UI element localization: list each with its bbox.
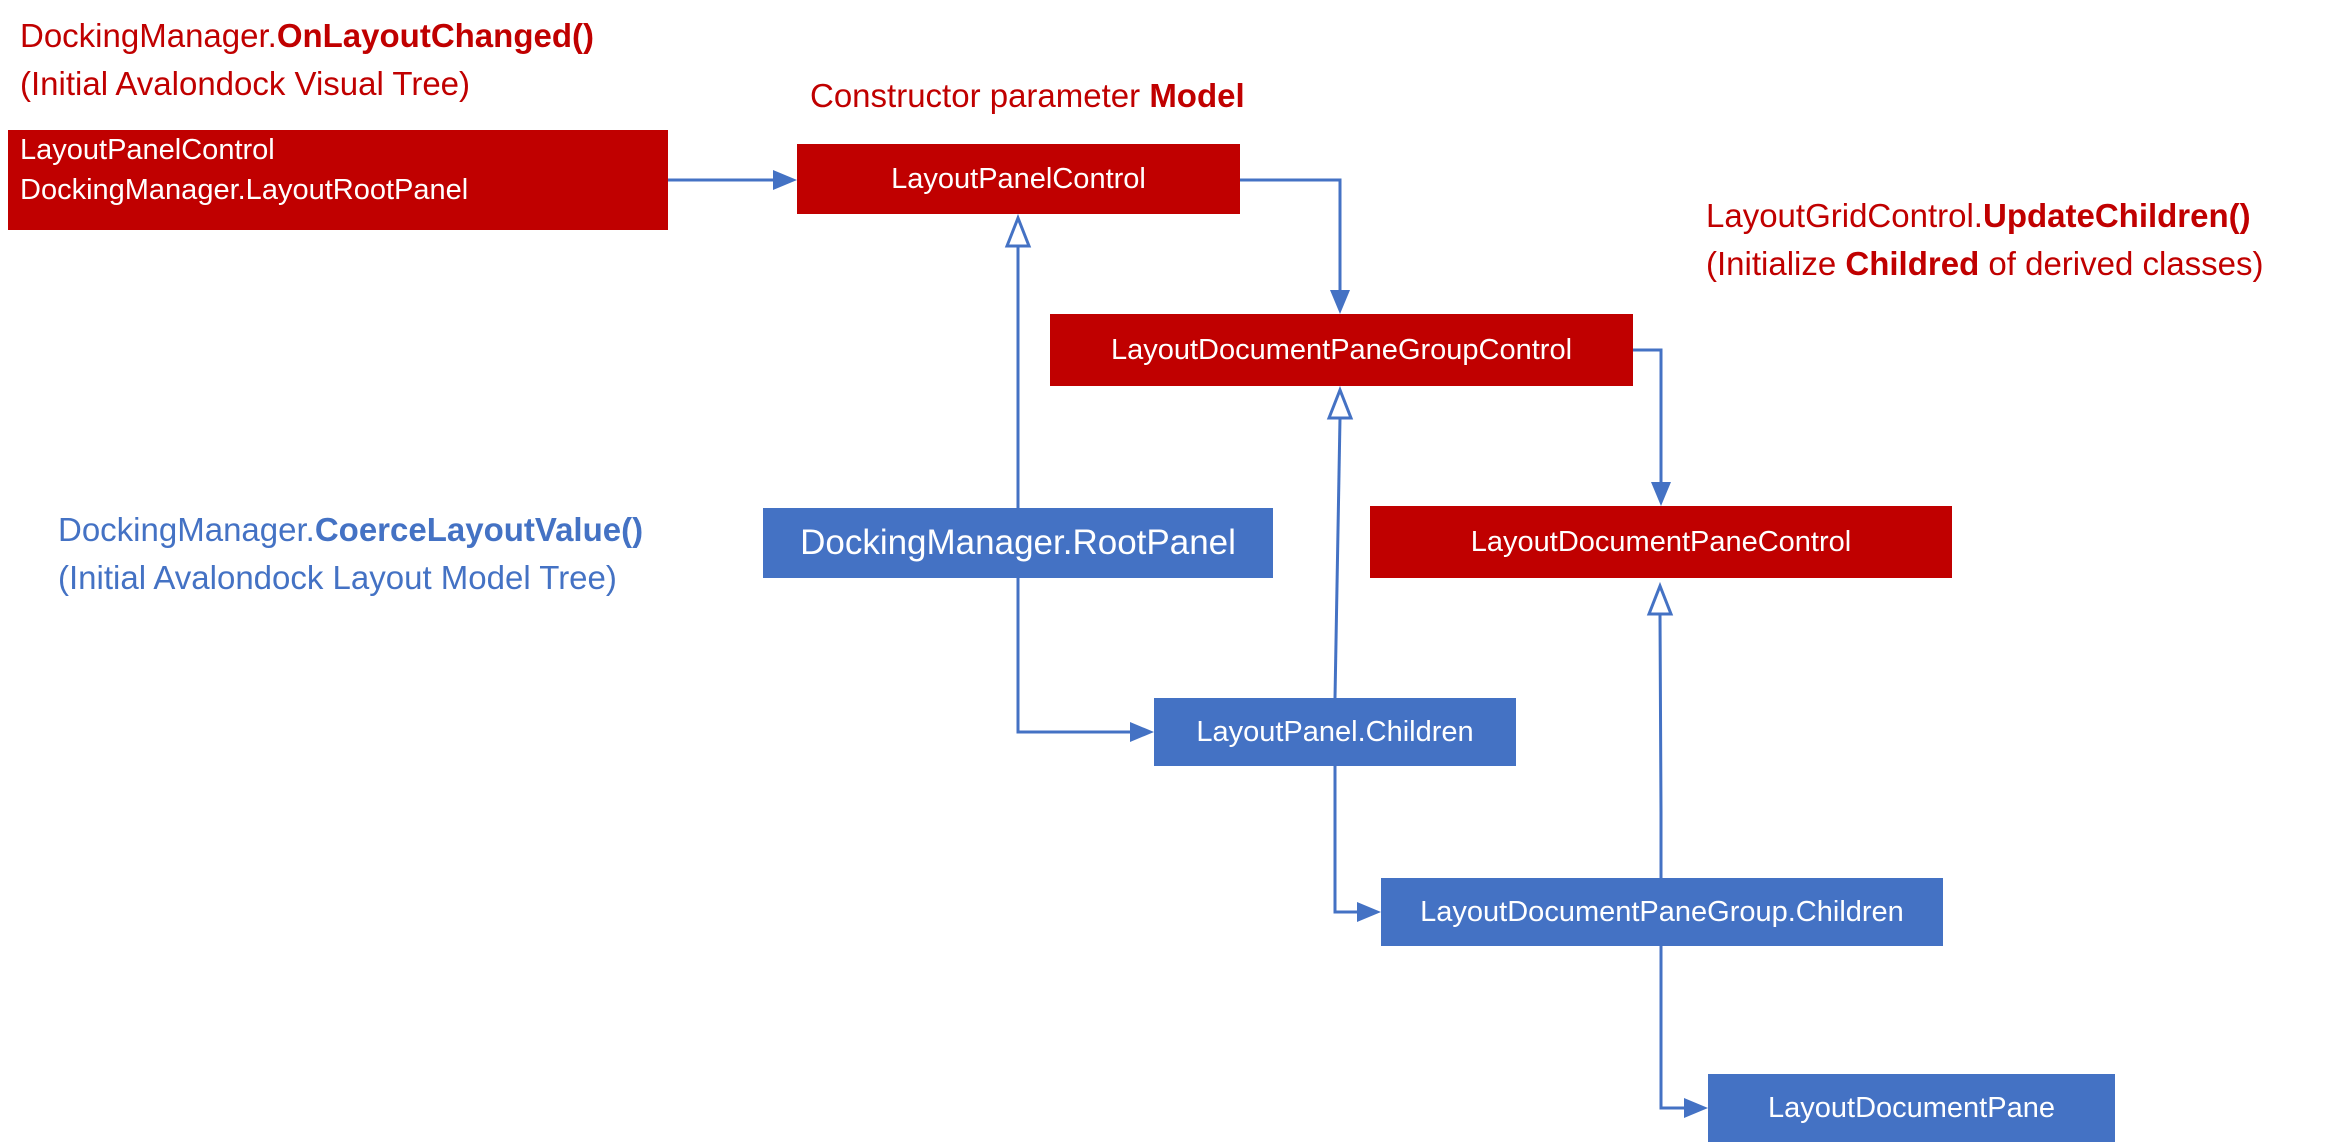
hollow-head-panel-children-to-group-control xyxy=(1326,385,1354,420)
arrow-root-panel-to-panel-children xyxy=(1016,578,1140,734)
hollow-head-root-panel-to-panel-control xyxy=(1004,213,1032,248)
model-tree-caption: DockingManager.CoerceLayoutValue() (Init… xyxy=(58,506,643,602)
link-group-children-to-pane-control xyxy=(1658,613,1663,878)
document-pane-node: LayoutDocumentPane xyxy=(1708,1074,2115,1142)
visual-tree-caption: DockingManager.OnLayoutChanged() (Initia… xyxy=(20,12,594,108)
arrowhead-panel-control-to-group-control xyxy=(1330,290,1350,314)
link-panel-children-to-group-control xyxy=(1333,417,1342,699)
document-pane-group-children-node: LayoutDocumentPaneGroup.Children xyxy=(1381,878,1943,946)
root-panel-node: DockingManager.RootPanel xyxy=(763,508,1273,578)
layout-panel-children-node: LayoutPanel.Children xyxy=(1154,698,1516,766)
arrowhead-root-panel-to-panel-children xyxy=(1130,722,1154,742)
visual-tree-caption-line2: (Initial Avalondock Visual Tree) xyxy=(20,65,471,102)
arrow-panel-children-to-group-children xyxy=(1333,766,1366,914)
update-children-caption-line1: LayoutGridControl.UpdateChildren() xyxy=(1706,197,2251,234)
root-source-line1: LayoutPanelControl xyxy=(20,134,275,166)
constructor-caption: Constructor parameter Model xyxy=(810,77,1245,114)
arrowhead-group-control-to-pane-control xyxy=(1651,482,1671,506)
arrow-group-control-to-pane-control xyxy=(1633,348,1663,490)
document-pane-group-control-node: LayoutDocumentPaneGroupControl xyxy=(1050,314,1633,386)
root-source-node: LayoutPanelControl DockingManager.Layout… xyxy=(8,130,668,230)
arrowhead-panel-children-to-group-children xyxy=(1357,902,1381,922)
arrowhead-root-to-panel-control xyxy=(773,170,797,190)
model-tree-caption-line2: (Initial Avalondock Layout Model Tree) xyxy=(58,559,617,596)
update-children-caption-line2: (Initialize Childred of derived classes) xyxy=(1706,245,2264,282)
root-source-line2: DockingManager.LayoutRootPanel xyxy=(20,174,469,206)
hollow-head-group-children-to-pane-control xyxy=(1646,581,1674,616)
model-tree-caption-line1: DockingManager.CoerceLayoutValue() xyxy=(58,511,644,548)
arrowhead-group-children-to-document-pane xyxy=(1684,1098,1708,1118)
layout-panel-control-node: LayoutPanelControl xyxy=(797,144,1240,214)
update-children-caption: LayoutGridControl.UpdateChildren() (Init… xyxy=(1706,192,2264,288)
arrow-panel-control-to-group-control xyxy=(1240,178,1342,300)
document-pane-control-node: LayoutDocumentPaneControl xyxy=(1370,506,1952,578)
arrow-group-children-to-document-pane xyxy=(1659,946,1692,1110)
visual-tree-caption-line1: DockingManager.OnLayoutChanged() xyxy=(20,17,594,54)
